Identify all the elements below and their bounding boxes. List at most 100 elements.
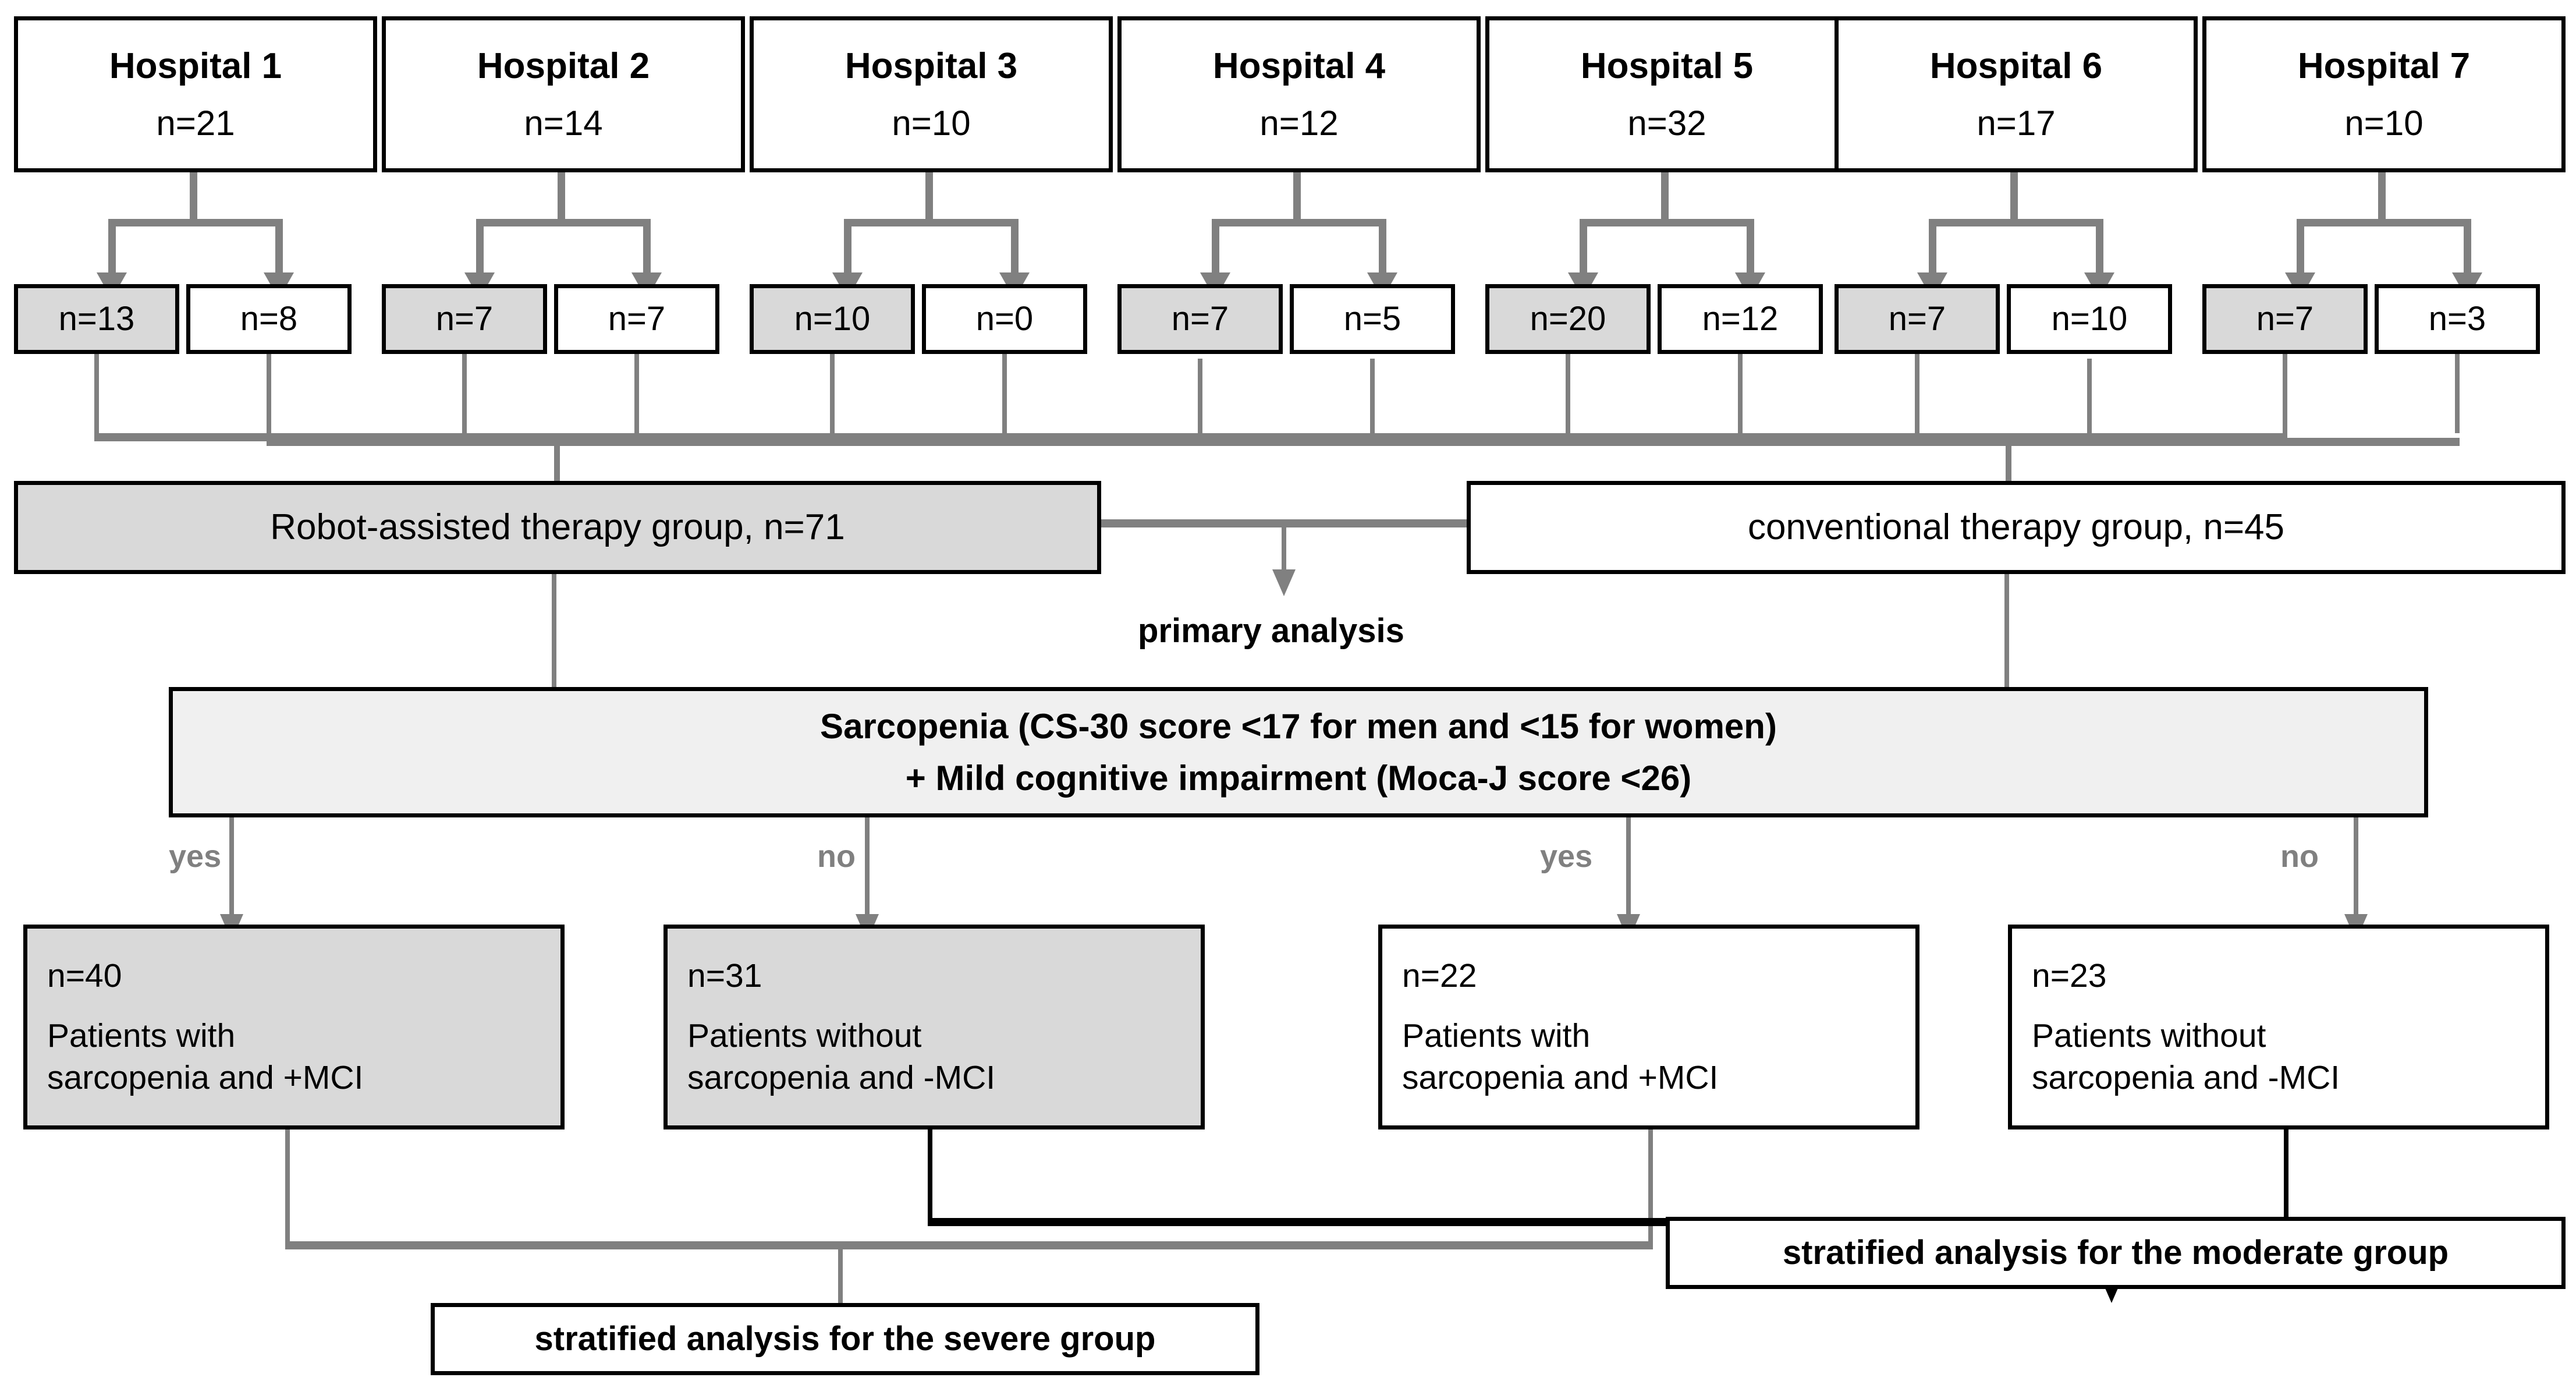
branch-stem-yes-robot — [229, 817, 234, 922]
merge-stem-robot-4 — [1198, 359, 1202, 433]
branch-label-yes-robot: yes — [169, 839, 222, 874]
outcome-count: n=31 — [687, 957, 762, 995]
connector-hospital-1-bar — [108, 219, 283, 226]
merge-stem-robot-1 — [94, 354, 99, 433]
split-box-robot-2: n=7 — [382, 284, 547, 354]
split-box-conventional-4: n=5 — [1290, 284, 1455, 354]
stratified-moderate-box: stratified analysis for the moderate gro… — [1666, 1217, 2566, 1289]
split-box-conventional-5: n=12 — [1658, 284, 1823, 354]
hospital-box-4: Hospital 4 n=12 — [1117, 16, 1481, 172]
split-box-conventional-1: n=8 — [186, 284, 352, 354]
hospital-count: n=12 — [1259, 104, 1339, 143]
branch-stem-yes-conv — [1626, 817, 1631, 922]
split-box-conventional-7: n=3 — [2375, 284, 2540, 354]
split-box-conventional-3: n=0 — [922, 284, 1087, 354]
merge-stem-conv-7 — [2455, 354, 2460, 433]
hospital-name: Hospital 1 — [109, 45, 282, 86]
branch-label-yes-conv: yes — [1540, 839, 1593, 874]
connector-robot-to-criteria — [552, 574, 556, 690]
outcome-line-1: Patients without — [687, 1017, 922, 1055]
merge-stem-conv-3 — [1002, 354, 1007, 433]
split-count: n=7 — [1888, 299, 1946, 338]
connector-hospital-2-right-drop — [643, 219, 651, 277]
stratified-moderate-label: stratified analysis for the moderate gro… — [1782, 1233, 2449, 1272]
hospital-name: Hospital 4 — [1212, 45, 1386, 86]
connector-hospital-7-right-drop — [2464, 219, 2471, 277]
split-count: n=0 — [975, 299, 1034, 338]
hospital-name: Hospital 7 — [2297, 45, 2471, 86]
branch-stem-no-robot — [865, 817, 870, 922]
merge-stem-conv-5 — [1738, 354, 1743, 433]
split-box-robot-7: n=7 — [2202, 284, 2368, 354]
connector-hospital-6-stem — [2010, 172, 2018, 222]
split-box-robot-6: n=7 — [1835, 284, 2000, 354]
connector-hospital-1-right-drop — [275, 219, 283, 277]
split-box-conventional-6: n=10 — [2007, 284, 2172, 354]
hospital-count: n=32 — [1627, 104, 1706, 143]
split-count: n=8 — [240, 299, 298, 338]
merge-stem-robot-2 — [462, 354, 467, 433]
connector-hospital-7-left-drop — [2297, 219, 2304, 277]
hospital-box-5: Hospital 5 n=32 — [1485, 16, 1848, 172]
severe-stem-from-robot — [285, 1129, 290, 1246]
moderate-stem-from-conventional — [2284, 1129, 2288, 1223]
outcome-box-moderate-conventional: n=23 Patients without sarcopenia and -MC… — [2008, 925, 2549, 1129]
branch-label-no-conv: no — [2280, 839, 2319, 874]
split-count: n=10 — [2051, 299, 2128, 338]
primary-analysis-stem — [1282, 519, 1286, 578]
hospital-box-7: Hospital 7 n=10 — [2202, 16, 2566, 172]
criteria-box: Sarcopenia (CS-30 score <17 for men and … — [169, 687, 2428, 817]
split-box-robot-5: n=20 — [1485, 284, 1651, 354]
outcome-box-severe-robot: n=40 Patients with sarcopenia and +MCI — [23, 925, 565, 1129]
split-box-robot-3: n=10 — [750, 284, 915, 354]
merge-stem-conv-6 — [2087, 359, 2092, 433]
connector-hospital-6-right-drop — [2096, 219, 2103, 277]
outcome-box-severe-conventional: n=22 Patients with sarcopenia and +MCI — [1378, 925, 1919, 1129]
outcome-count: n=40 — [47, 957, 122, 995]
hospital-box-6: Hospital 6 n=17 — [1835, 16, 2198, 172]
robot-group-label: Robot-assisted therapy group, n=71 — [270, 507, 845, 548]
hospital-count: n=17 — [1977, 104, 2056, 143]
merge-stem-robot-3 — [830, 354, 835, 433]
conventional-therapy-group-box: conventional therapy group, n=45 — [1467, 481, 2566, 574]
hospital-count: n=21 — [156, 104, 235, 143]
connector-hospital-6-bar — [1929, 219, 2103, 226]
connector-hospital-4-right-drop — [1379, 219, 1386, 277]
hospital-name: Hospital 3 — [845, 45, 1018, 86]
split-count: n=7 — [1171, 299, 1229, 338]
moderate-stem-from-robot — [928, 1129, 932, 1223]
stratified-severe-label: stratified analysis for the severe group — [534, 1319, 1156, 1358]
hospital-box-3: Hospital 3 n=10 — [750, 16, 1113, 172]
split-count: n=13 — [58, 299, 135, 338]
merge-stem-conv-1 — [267, 354, 271, 433]
hospital-box-1: Hospital 1 n=21 — [14, 16, 377, 172]
hospital-count: n=14 — [524, 104, 603, 143]
hospital-count: n=10 — [2344, 104, 2424, 143]
connector-hospital-3-left-drop — [844, 219, 851, 277]
severe-stem-from-conventional — [1648, 1129, 1653, 1246]
merge-stem-conv-4 — [1370, 359, 1375, 433]
connector-hospital-2-stem — [558, 172, 565, 222]
hospital-name: Hospital 6 — [1929, 45, 2103, 86]
stratified-severe-box: stratified analysis for the severe group — [431, 1303, 1259, 1375]
connector-hospital-2-bar — [476, 219, 651, 226]
primary-analysis-label: primary analysis — [1138, 612, 1404, 650]
outcome-line-1: Patients with — [1402, 1017, 1591, 1055]
outcome-line-1: Patients without — [2032, 1017, 2266, 1055]
outcome-line-2: sarcopenia and -MCI — [2032, 1058, 2340, 1096]
connector-hospital-1-left-drop — [108, 219, 116, 277]
split-count: n=3 — [2428, 299, 2486, 338]
outcome-line-2: sarcopenia and +MCI — [47, 1058, 364, 1096]
connector-hospital-7-bar — [2297, 219, 2471, 226]
branch-stem-no-conv — [2354, 817, 2358, 922]
split-count: n=7 — [608, 299, 666, 338]
merge-stem-robot-7 — [2283, 354, 2287, 433]
outcome-box-moderate-robot: n=31 Patients without sarcopenia and -MC… — [663, 925, 1205, 1129]
split-count: n=20 — [1530, 299, 1606, 338]
split-count: n=5 — [1343, 299, 1401, 338]
conventional-group-label: conventional therapy group, n=45 — [1747, 507, 2285, 548]
split-count: n=7 — [2256, 299, 2314, 338]
severe-merge-rail — [285, 1241, 1653, 1249]
connector-hospital-5-bar — [1580, 219, 1754, 226]
